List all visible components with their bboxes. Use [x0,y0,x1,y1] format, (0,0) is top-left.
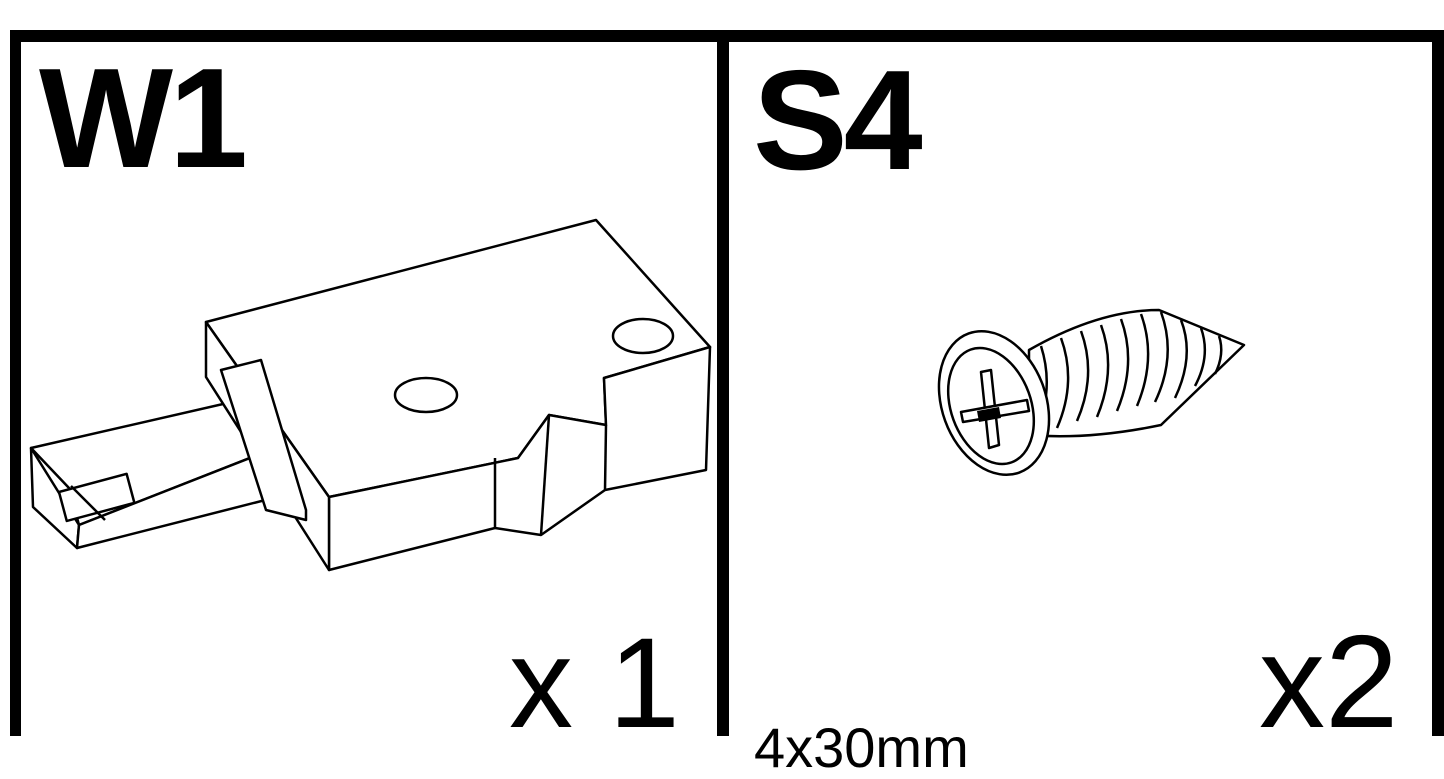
part-panel-s4: S4 [729,40,1432,776]
left-border [10,30,21,736]
part-code: W1 [39,39,248,198]
panel-divider [717,30,729,736]
part-size: 4x30mm [754,716,969,779]
part-panel-w1: W1 [21,39,717,748]
connector-bracket-icon [29,218,712,572]
parts-sheet: W1 [10,30,1444,776]
phillips-screw-icon [937,308,1246,477]
part-code: S4 [753,41,923,200]
part-quantity: x2 [1259,608,1399,755]
right-border [1432,30,1444,736]
part-quantity: x 1 [509,612,680,755]
